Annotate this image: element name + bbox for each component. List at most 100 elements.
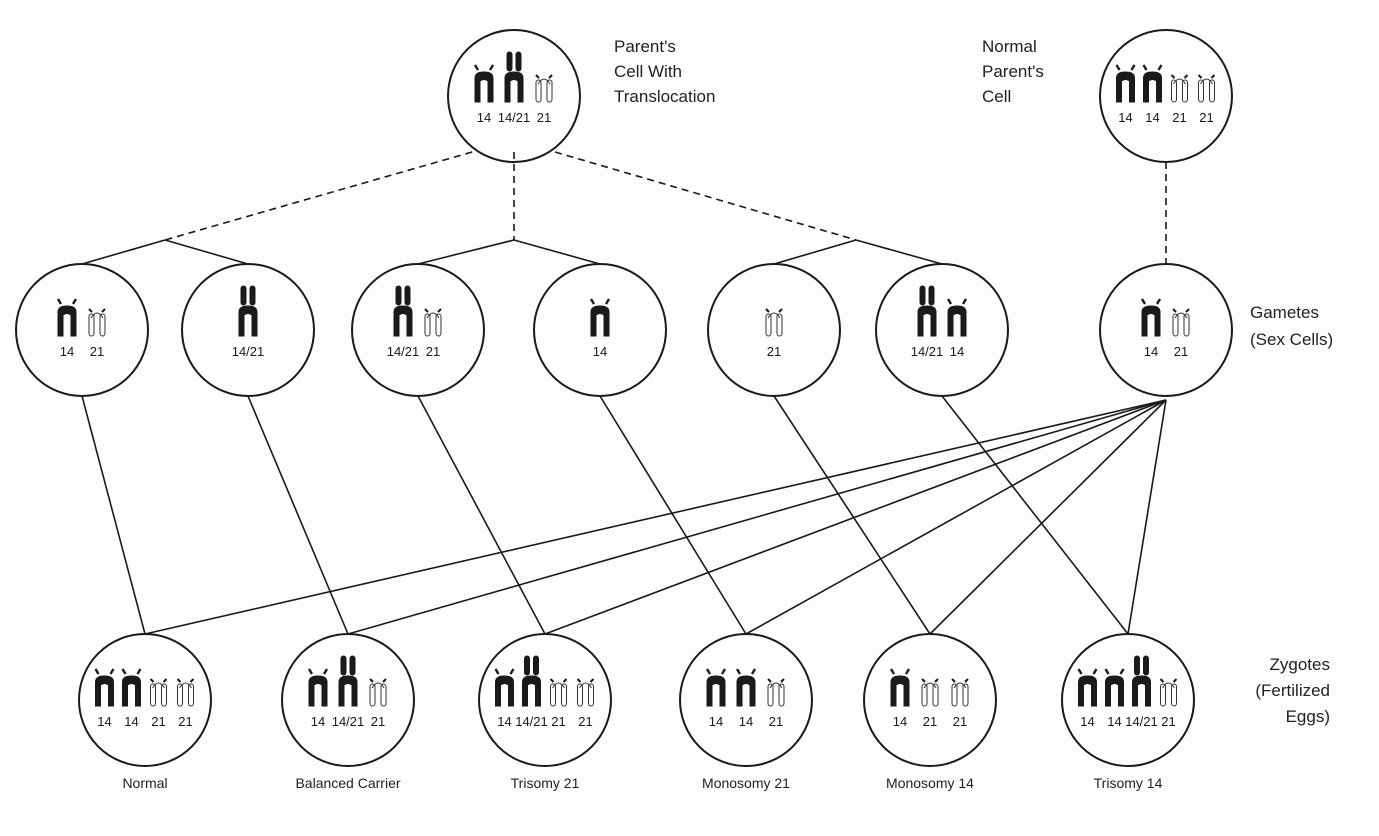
chromosome-label: 14 bbox=[1080, 714, 1094, 729]
chromosome-label: 14 bbox=[1118, 110, 1132, 125]
fertilization-line bbox=[81, 395, 146, 635]
chromosome-14-icon bbox=[946, 298, 968, 337]
normal-parent-caption: Parent's bbox=[982, 62, 1044, 81]
chromosome-label: 14/21 bbox=[911, 344, 944, 359]
chromosome-label: 21 bbox=[90, 344, 104, 359]
cell-circle bbox=[863, 633, 997, 767]
chromosome-21-icon bbox=[369, 678, 387, 707]
chromosome-21-icon bbox=[424, 308, 442, 337]
chromosome-14-21-icon bbox=[917, 285, 937, 337]
zygote-outcome-label: Balanced Carrier bbox=[295, 775, 400, 791]
chromosome-label: 14 bbox=[739, 714, 753, 729]
chromosome-label: 21 bbox=[1199, 110, 1213, 125]
connector-lines bbox=[81, 151, 1167, 635]
branch-line bbox=[855, 239, 943, 265]
chromosome-label: 21 bbox=[371, 714, 385, 729]
chromosome-21-icon bbox=[1197, 74, 1216, 103]
chromosome-14-21-icon bbox=[338, 655, 358, 707]
chromosome-21-icon bbox=[951, 678, 969, 707]
chromosome-21-icon bbox=[149, 678, 168, 707]
cell-circle bbox=[707, 263, 841, 397]
chromosome-label: 14/21 bbox=[332, 714, 365, 729]
fertilization-line bbox=[929, 399, 1167, 635]
gamete-cell: 14/21 14 bbox=[875, 263, 1009, 397]
branch-line bbox=[773, 239, 857, 265]
chromosome-label: 21 bbox=[537, 110, 551, 125]
chromosome-label: 21 bbox=[769, 714, 783, 729]
gamete-cell: 21 bbox=[707, 263, 841, 397]
branch-line bbox=[164, 239, 249, 265]
gametes-caption: (Sex Cells) bbox=[1250, 330, 1333, 349]
gamete-cell: 14/21 bbox=[181, 263, 315, 397]
chromosome-21-icon bbox=[176, 678, 195, 707]
chromosome-14-icon bbox=[705, 668, 727, 707]
chromosome-14-icon bbox=[735, 668, 757, 707]
fertilization-line bbox=[544, 399, 1167, 635]
chromosome-label: 14 bbox=[311, 714, 325, 729]
chromosome-21-icon bbox=[1159, 678, 1178, 707]
chromosome-label: 14 bbox=[497, 714, 511, 729]
chromosome-14-icon bbox=[1115, 64, 1136, 103]
zygotes-caption: Eggs) bbox=[1286, 707, 1330, 726]
chromosome-21-icon bbox=[576, 678, 595, 707]
chromosome-label: 14/21 bbox=[498, 110, 531, 125]
chromosome-label: 14 bbox=[893, 714, 907, 729]
cell-circle bbox=[351, 263, 485, 397]
chromosome-14-icon bbox=[473, 64, 495, 103]
normal-parent-caption: Normal bbox=[982, 37, 1037, 56]
chromosome-14-icon bbox=[589, 298, 611, 337]
chromosome-label: 14 bbox=[1144, 344, 1158, 359]
chromosome-label: 21 bbox=[1172, 110, 1186, 125]
zygote-outcome-label: Monosomy 14 bbox=[886, 775, 974, 791]
chromosome-label: 14/21 bbox=[515, 714, 548, 729]
dashed-meiosis-line bbox=[164, 151, 473, 241]
chromosome-14-icon bbox=[1140, 298, 1162, 337]
chromosome-label: 14/21 bbox=[232, 344, 265, 359]
chromosome-label: 14 bbox=[950, 344, 964, 359]
chromosome-14-icon bbox=[56, 298, 78, 337]
chromosome-label: 21 bbox=[551, 714, 565, 729]
chromosome-14-21-icon bbox=[238, 285, 258, 337]
fertilization-line bbox=[247, 395, 349, 635]
chromosome-14-icon bbox=[1142, 64, 1163, 103]
normal-parent-caption: Cell bbox=[982, 87, 1011, 106]
chromosome-21-icon bbox=[88, 308, 106, 337]
translocation-parent-caption: Translocation bbox=[614, 87, 715, 106]
chromosome-14-icon bbox=[889, 668, 911, 707]
cell-circle bbox=[875, 263, 1009, 397]
zygote-outcome-label: Normal bbox=[122, 775, 167, 791]
cell-circle bbox=[15, 263, 149, 397]
branch-line bbox=[81, 239, 166, 265]
cell-circle bbox=[679, 633, 813, 767]
chromosome-14-21-icon bbox=[504, 51, 524, 103]
cell-circle bbox=[281, 633, 415, 767]
chromosome-label: 14 bbox=[593, 344, 607, 359]
cell-circle bbox=[447, 29, 581, 163]
zygote-outcome-label: Monosomy 21 bbox=[702, 775, 790, 791]
chromosome-label: 21 bbox=[923, 714, 937, 729]
cell-circle bbox=[1099, 263, 1233, 397]
chromosome-14-icon bbox=[1077, 668, 1098, 707]
chromosome-label: 14/21 bbox=[387, 344, 420, 359]
chromosome-label: 14 bbox=[1145, 110, 1159, 125]
chromosome-label: 14 bbox=[124, 714, 138, 729]
chromosome-21-icon bbox=[535, 74, 553, 103]
chromosome-label: 21 bbox=[578, 714, 592, 729]
chromosome-21-icon bbox=[921, 678, 939, 707]
translocation-parent-caption: Cell With bbox=[614, 62, 682, 81]
chromosome-14-21-icon bbox=[393, 285, 413, 337]
chromosome-14-icon bbox=[494, 668, 515, 707]
fertilization-line bbox=[941, 395, 1129, 635]
fertilization-line bbox=[417, 395, 546, 635]
gametes-caption: Gametes bbox=[1250, 303, 1319, 322]
chromosome-14-icon bbox=[307, 668, 329, 707]
cell-circle bbox=[181, 263, 315, 397]
